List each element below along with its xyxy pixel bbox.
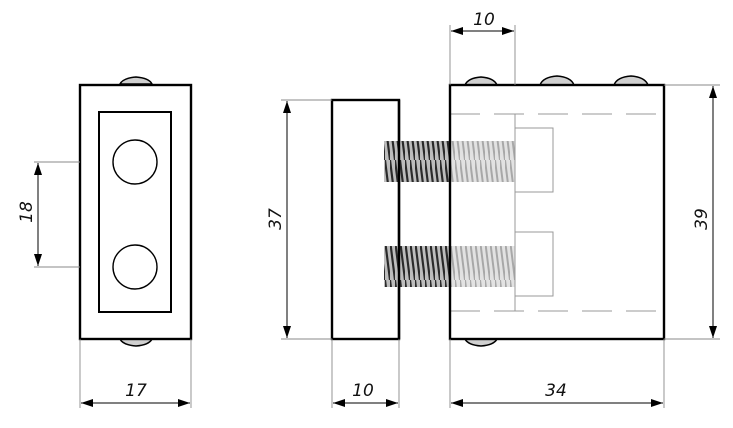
- front-inner-plate: [98, 111, 172, 313]
- dim-18-label: 18: [17, 201, 37, 223]
- upper-thread-hidden: [450, 141, 515, 182]
- front-view: 18 17: [17, 76, 193, 408]
- dim-10b-label: 10: [352, 381, 374, 401]
- front-top-screw-head: [118, 76, 154, 85]
- lower-thread-hidden: [450, 246, 515, 287]
- dim-10t-label: 10: [473, 10, 495, 30]
- front-upper-hole: [112, 139, 158, 185]
- dim-39-label: 39: [692, 208, 712, 230]
- body-top-screw-1: [463, 76, 499, 86]
- body-top-screw-3: [612, 75, 650, 86]
- front-bottom-screw-head: [118, 338, 154, 347]
- body-hidden-features: [450, 113, 664, 312]
- side-view: 37 10 10 39 34: [266, 10, 720, 408]
- dim-17-label: 17: [125, 381, 147, 401]
- dim-34-label: 34: [545, 381, 567, 401]
- body-top-screw-2: [538, 75, 576, 86]
- upper-thread-exposed: [384, 141, 450, 182]
- front-lower-hole: [112, 244, 158, 290]
- lower-thread-exposed: [384, 246, 450, 287]
- body-bottom-screw: [463, 338, 499, 347]
- front-body-outline: [78, 83, 193, 341]
- dim-37-label: 37: [266, 208, 286, 230]
- side-plate-outline: [330, 98, 401, 341]
- body-outline: [448, 83, 666, 341]
